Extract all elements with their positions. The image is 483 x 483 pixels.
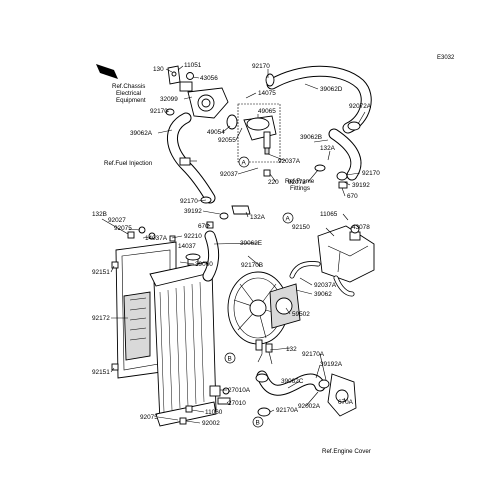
water-pump-fitting <box>318 373 357 417</box>
connector-b-mid: B <box>224 352 236 364</box>
thermostat-housing <box>179 81 229 119</box>
label-43056: 43056 <box>200 75 218 82</box>
label-11060: 11060 <box>205 409 223 416</box>
front-arrow-icon: FRONT <box>96 64 118 84</box>
reservoir-tank <box>317 224 375 283</box>
bleed-fittings <box>206 169 348 229</box>
ref-fuel-injection: Ref.Fuel Injection <box>104 160 153 167</box>
diagram-code: E3032 <box>437 55 455 61</box>
label-59502: 59502 <box>292 311 310 318</box>
label-132b: 132B <box>92 211 107 218</box>
label-92150: 92150 <box>292 224 310 231</box>
connector-b-bottom: B <box>252 416 264 428</box>
label-92170-d: 92170 <box>180 198 198 205</box>
bolt-92002 <box>179 417 187 425</box>
bracket-11051 <box>167 65 181 85</box>
label-92151-bottom: 92151 <box>92 369 110 376</box>
label-92037a-top: 92037A <box>278 158 301 165</box>
label-132: 132 <box>286 346 297 353</box>
label-39062e: 39062E <box>240 240 262 247</box>
label-92037a-mid: 92037A <box>314 282 337 289</box>
label-39062: 39062 <box>314 291 332 298</box>
radiator-core-fins <box>159 281 205 413</box>
clamp-lower-2 <box>257 407 271 417</box>
front-label: FRONT <box>98 73 116 85</box>
label-11051: 11051 <box>184 62 202 69</box>
thermostat-49065 <box>237 103 281 163</box>
label-27010: 27010 <box>228 400 246 407</box>
label-132a-mid: 132A <box>250 214 266 221</box>
label-49054: 49054 <box>207 129 225 136</box>
label-39192a: 39192A <box>320 361 343 368</box>
label-92027: 92027 <box>108 217 126 224</box>
label-92072a: 92072A <box>349 103 372 110</box>
label-49065: 49065 <box>258 108 276 115</box>
label-92210: 92210 <box>184 233 202 240</box>
label-92170b: 92170B <box>241 262 263 269</box>
label-92072: 92072 <box>288 179 306 186</box>
label-39192-top: 39192 <box>352 182 370 189</box>
label-92075-top: 92075 <box>114 225 132 232</box>
label-130: 130 <box>153 66 164 73</box>
label-14037a: 14037A <box>145 235 168 242</box>
svg-text:A: A <box>242 160 247 167</box>
o-ring-49054 <box>226 114 238 130</box>
label-39060: 39060 <box>195 261 213 268</box>
mount-hardware <box>111 226 176 371</box>
label-670a: 670A <box>338 399 354 406</box>
hose-clamps-upper <box>165 73 361 220</box>
label-92055: 92055 <box>218 137 236 144</box>
cooling-fan <box>227 271 301 345</box>
label-39062d: 39062D <box>320 86 343 93</box>
leader-lines <box>101 65 366 424</box>
label-132a-top: 132A <box>320 145 336 152</box>
label-92170-b: 92170 <box>150 108 168 115</box>
label-39062b: 39062B <box>300 134 322 141</box>
label-92002a: 92002A <box>298 403 321 410</box>
label-670-top: 670 <box>347 193 358 200</box>
svg-text:B: B <box>256 420 260 427</box>
label-14037: 14037 <box>178 243 196 250</box>
label-220: 220 <box>268 179 279 186</box>
label-670-mid: 670 <box>198 223 209 230</box>
label-92170: 92170 <box>252 63 270 70</box>
connector-a-mid: A <box>282 212 294 224</box>
label-43078: 43078 <box>352 224 370 231</box>
label-92170a-top: 92170A <box>302 351 325 358</box>
label-11065: 11065 <box>320 211 338 218</box>
nut-43056-icon <box>186 72 194 80</box>
label-92172: 92172 <box>92 315 110 322</box>
label-32099: 32099 <box>160 96 178 103</box>
label-39062a: 39062A <box>130 130 153 137</box>
clamp-lower-1 <box>255 373 269 383</box>
label-27010a: 27010A <box>228 387 251 394</box>
label-39062c: 39062C <box>281 378 304 385</box>
part-labels: 130 11051 43056 92170 14075 39062D 92072… <box>92 62 380 427</box>
temp-sensor-icon <box>179 157 197 166</box>
connector-a-top: A <box>238 156 250 168</box>
tank-cap-icon <box>350 224 360 234</box>
label-92037: 92037 <box>220 171 238 178</box>
svg-text:A: A <box>286 216 291 223</box>
fan-switch-27010 <box>209 385 231 405</box>
fan-wiring <box>255 339 273 365</box>
label-92151-top: 92151 <box>92 269 110 276</box>
label-92170a-bottom: 92170A <box>276 407 299 414</box>
radiator-cap-icon <box>185 253 201 266</box>
ref-engine-cover: Ref.Engine Cover <box>322 448 371 455</box>
label-92170-c: 92170 <box>362 170 380 177</box>
drain-bolt-11060 <box>185 405 193 413</box>
label-92002: 92002 <box>202 420 220 427</box>
label-14075: 14075 <box>258 90 276 97</box>
radiator <box>115 241 217 427</box>
svg-text:B: B <box>228 356 232 363</box>
label-92075-bottom: 92075 <box>140 414 158 421</box>
label-39192-mid: 39192 <box>184 208 202 215</box>
